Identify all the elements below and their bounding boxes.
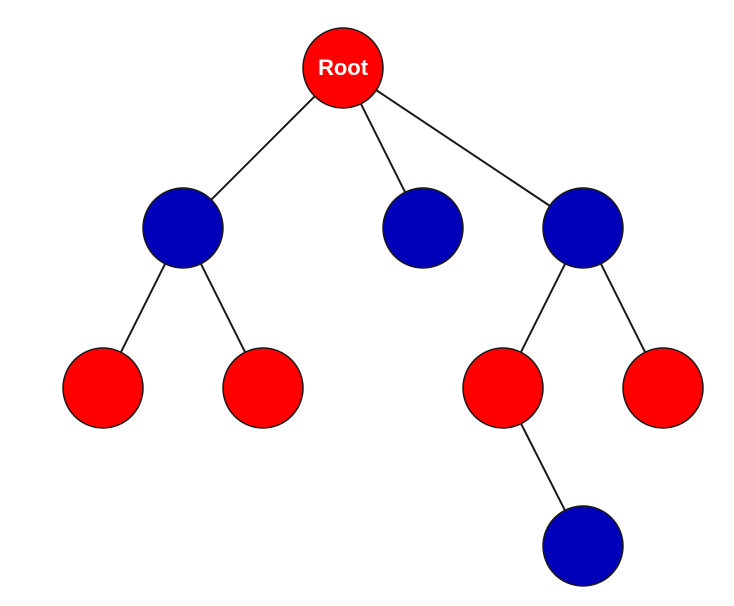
node-circle-red bbox=[302, 27, 384, 109]
node-circle-red bbox=[62, 347, 144, 429]
node-circle-blue bbox=[542, 187, 624, 269]
tree-node-a1 bbox=[62, 347, 144, 429]
nodes-layer: Root bbox=[62, 27, 704, 587]
node-label: Root bbox=[318, 55, 369, 80]
tree-node-c2 bbox=[622, 347, 704, 429]
node-circle-red bbox=[462, 347, 544, 429]
tree-node-c1 bbox=[462, 347, 544, 429]
tree-node-c bbox=[542, 187, 624, 269]
node-circle-blue bbox=[142, 187, 224, 269]
node-circle-blue bbox=[542, 505, 624, 587]
edges-layer bbox=[102, 67, 664, 547]
tree-node-a2 bbox=[222, 347, 304, 429]
node-circle-blue bbox=[382, 187, 464, 269]
tree-node-b bbox=[382, 187, 464, 269]
edge-root-c bbox=[342, 67, 584, 229]
node-circle-red bbox=[622, 347, 704, 429]
tree-node-a bbox=[142, 187, 224, 269]
root-node: Root bbox=[302, 27, 384, 109]
node-circle-red bbox=[222, 347, 304, 429]
tree-node-c1a bbox=[542, 505, 624, 587]
